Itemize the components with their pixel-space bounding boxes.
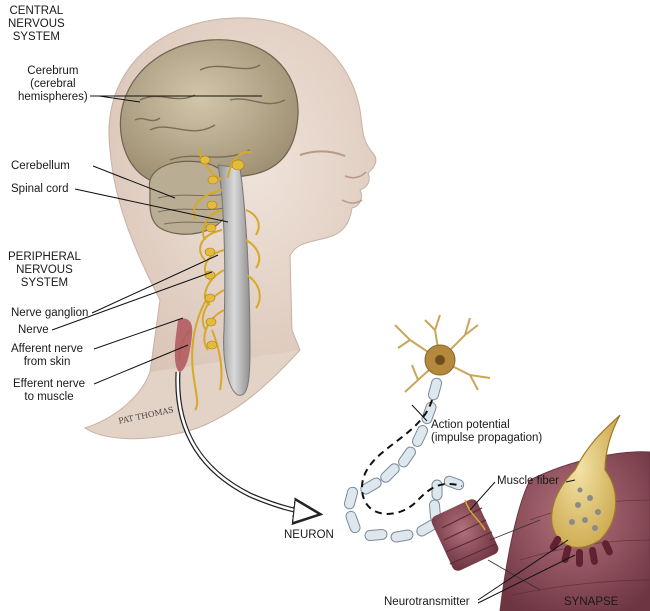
neurotransmitter-label: Neurotransmitter (384, 596, 470, 608)
leader-lines (51, 95, 576, 604)
efferent-nerve-label: Efferent nerve to muscle (13, 378, 86, 403)
pns-heading: PERIPHERAL NERVOUS SYSTEM (8, 251, 81, 289)
cerebrum-label: Cerebrum (cerebral hemispheres) (18, 65, 88, 103)
axon (343, 377, 465, 543)
neck-muscle (174, 318, 193, 372)
ganglia (199, 155, 245, 350)
cerebellum-label: Cerebellum (11, 160, 70, 172)
spinal-cord (217, 164, 251, 396)
muscle-fiber-label: Muscle fiber (497, 475, 559, 487)
nerve-ganglion-label: Nerve ganglion (11, 307, 89, 319)
action-potential-path (360, 399, 463, 515)
synapse-label: SYNAPSE (564, 596, 619, 608)
neuron-label: NEURON (284, 529, 334, 541)
synapse-detail (487, 414, 650, 611)
afferent-nerve-label: Afferent nerve from skin (11, 343, 84, 368)
muscle-fiber-bundle (431, 499, 499, 571)
cns-heading: CENTRAL NERVOUS SYSTEM (8, 5, 65, 43)
action-potential-label: Action potential (impulse propagation) (431, 419, 543, 444)
neuron-cell-body (394, 314, 491, 393)
spinal-cord-label: Spinal cord (11, 183, 69, 195)
nerve-label: Nerve (18, 324, 49, 336)
